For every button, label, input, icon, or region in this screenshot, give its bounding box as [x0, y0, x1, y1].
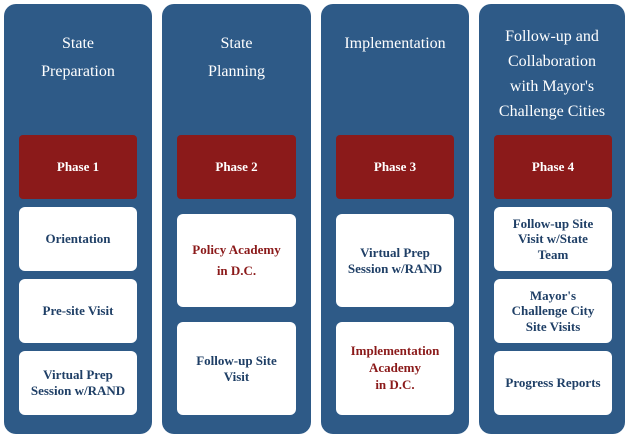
column-title-line: Preparation [41, 63, 115, 80]
box-text: Mayor's [529, 287, 577, 303]
column-title: Implementation [321, 30, 469, 58]
column-title-line: State [220, 35, 253, 52]
virtual-prep-session-box: Virtual Prep Session w/RAND [336, 214, 454, 307]
column-title: Follow-up and Collaboration with Mayor's… [479, 24, 625, 124]
column-title-line: State [62, 35, 94, 52]
virtual-prep-session-box: Virtual Prep Session w/RAND [19, 351, 137, 415]
column-follow-up-collaboration: Follow-up and Collaboration with Mayor's… [479, 4, 625, 434]
column-title-line: Follow-up and [505, 28, 599, 45]
box-text: Virtual Prep [360, 244, 430, 260]
box-text: Academy [369, 360, 421, 376]
policy-academy-box: Policy Academy in D.C. [177, 214, 296, 307]
mayors-challenge-city-site-visits-box: Mayor's Challenge City Site Visits [494, 279, 612, 343]
box-text: Site Visits [525, 318, 581, 334]
column-title: State Planning [162, 30, 311, 86]
implementation-academy-box: Implementation Academy in D.C. [336, 322, 454, 415]
box-text: Implementation [350, 343, 440, 359]
box-text: Team [537, 246, 569, 262]
box-text: Visit w/State [518, 231, 588, 247]
box-text: in D.C. [375, 376, 415, 392]
box-text: Orientation [45, 231, 111, 247]
column-title-line: with Mayor's [509, 78, 595, 95]
column-title: State Preparation [4, 30, 152, 86]
box-text: Session w/RAND [347, 260, 443, 276]
box-text: Session w/RAND [30, 383, 126, 398]
box-text: Progress Reports [505, 375, 601, 391]
progress-reports-box: Progress Reports [494, 351, 612, 415]
box-text: Visit [223, 368, 250, 384]
column-state-planning: State Planning Phase 2 Policy Academy in… [162, 4, 311, 434]
pre-site-visit-box: Pre-site Visit [19, 279, 137, 343]
follow-up-site-visit-state-team-box: Follow-up Site Visit w/State Team [494, 207, 612, 271]
phase-1-header: Phase 1 [19, 135, 137, 199]
box-text: Policy Academy [192, 242, 281, 258]
box-text: Virtual Prep [43, 367, 113, 383]
column-title-line: Planning [208, 63, 265, 80]
box-text: Pre-site Visit [42, 303, 114, 319]
phase-3-header: Phase 3 [336, 135, 454, 199]
box-text: Challenge City [511, 303, 595, 319]
phase-4-header: Phase 4 [494, 135, 612, 199]
phase-2-header: Phase 2 [177, 135, 296, 199]
orientation-box: Orientation [19, 207, 137, 271]
column-implementation: Implementation Phase 3 Virtual Prep Sess… [321, 4, 469, 434]
box-text: Follow-up Site [512, 215, 594, 231]
column-title-line: Challenge Cities [498, 103, 606, 120]
box-text: in D.C. [216, 262, 257, 278]
column-title-line: Collaboration [508, 53, 596, 70]
column-title-line: Implementation [344, 35, 446, 52]
follow-up-site-visit-box: Follow-up Site Visit [177, 322, 296, 415]
column-state-preparation: State Preparation Phase 1 Orientation Pr… [4, 4, 152, 434]
box-text: Follow-up Site [196, 352, 277, 368]
